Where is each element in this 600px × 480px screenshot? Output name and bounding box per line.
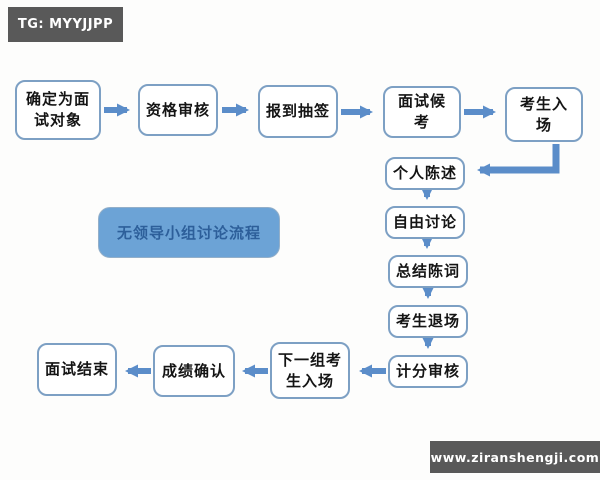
node-next-group-enters: 下一组考生入场: [270, 342, 350, 399]
node-personal-statement: 个人陈述: [385, 157, 465, 190]
node-interview-end: 面试结束: [37, 343, 117, 396]
node-check-in-draw-lots: 报到抽签: [258, 85, 338, 138]
node-qualification-review: 资格审核: [138, 84, 218, 136]
node-confirm-interview-target: 确定为面试对象: [15, 80, 101, 140]
node-closing-statement: 总结陈词: [388, 255, 468, 288]
watermark-site-badge: www.ziranshengji.com: [430, 441, 600, 473]
node-candidates-exit: 考生退场: [388, 305, 468, 338]
node-score-review: 计分审核: [388, 355, 468, 388]
node-interview-waiting: 面试候考: [383, 86, 461, 138]
node-free-discussion: 自由讨论: [385, 206, 465, 239]
diagram-title: 无领导小组讨论流程: [98, 207, 280, 258]
arrow-enter-to-personal-statement: [477, 144, 560, 177]
watermark-tg-badge: TG: MYYJJPP: [8, 7, 123, 42]
node-score-confirmation: 成绩确认: [153, 345, 235, 397]
node-candidates-enter: 考生入场: [505, 87, 583, 142]
